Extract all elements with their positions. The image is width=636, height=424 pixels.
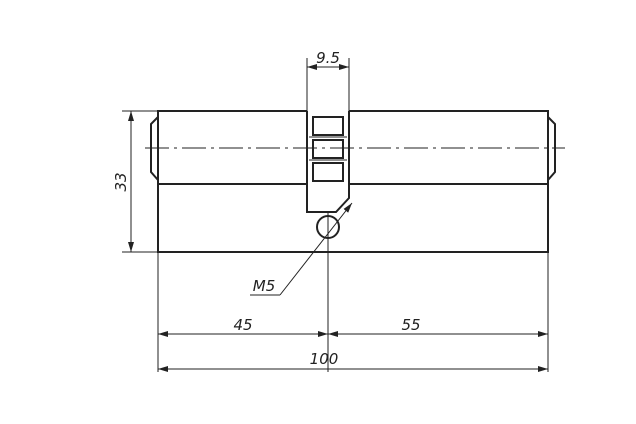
cam-segment-middle bbox=[312, 139, 344, 159]
left-cylinder-outline bbox=[157, 110, 549, 253]
left-length-dimension: 45 bbox=[158, 316, 328, 337]
cam-outline bbox=[306, 111, 350, 213]
cam bbox=[306, 111, 350, 213]
cam-segment-bottom bbox=[312, 162, 344, 182]
height-dimension: 33 bbox=[112, 110, 158, 253]
thread-leader: M5 bbox=[250, 202, 353, 296]
cam-width-label: 9.5 bbox=[316, 49, 340, 67]
leader-line bbox=[279, 202, 353, 296]
left-length-label: 45 bbox=[233, 316, 252, 334]
right-length-dimension: 55 bbox=[328, 316, 548, 337]
cam-segment-top bbox=[312, 116, 344, 136]
thread-label: M5 bbox=[253, 277, 276, 295]
total-length-dimension: 100 bbox=[158, 350, 548, 372]
right-length-label: 55 bbox=[401, 316, 420, 334]
cam-width-dimension: 9.5 bbox=[306, 49, 350, 111]
cylinder-body bbox=[150, 110, 556, 253]
total-length-label: 100 bbox=[310, 350, 339, 368]
height-label: 33 bbox=[112, 172, 130, 191]
